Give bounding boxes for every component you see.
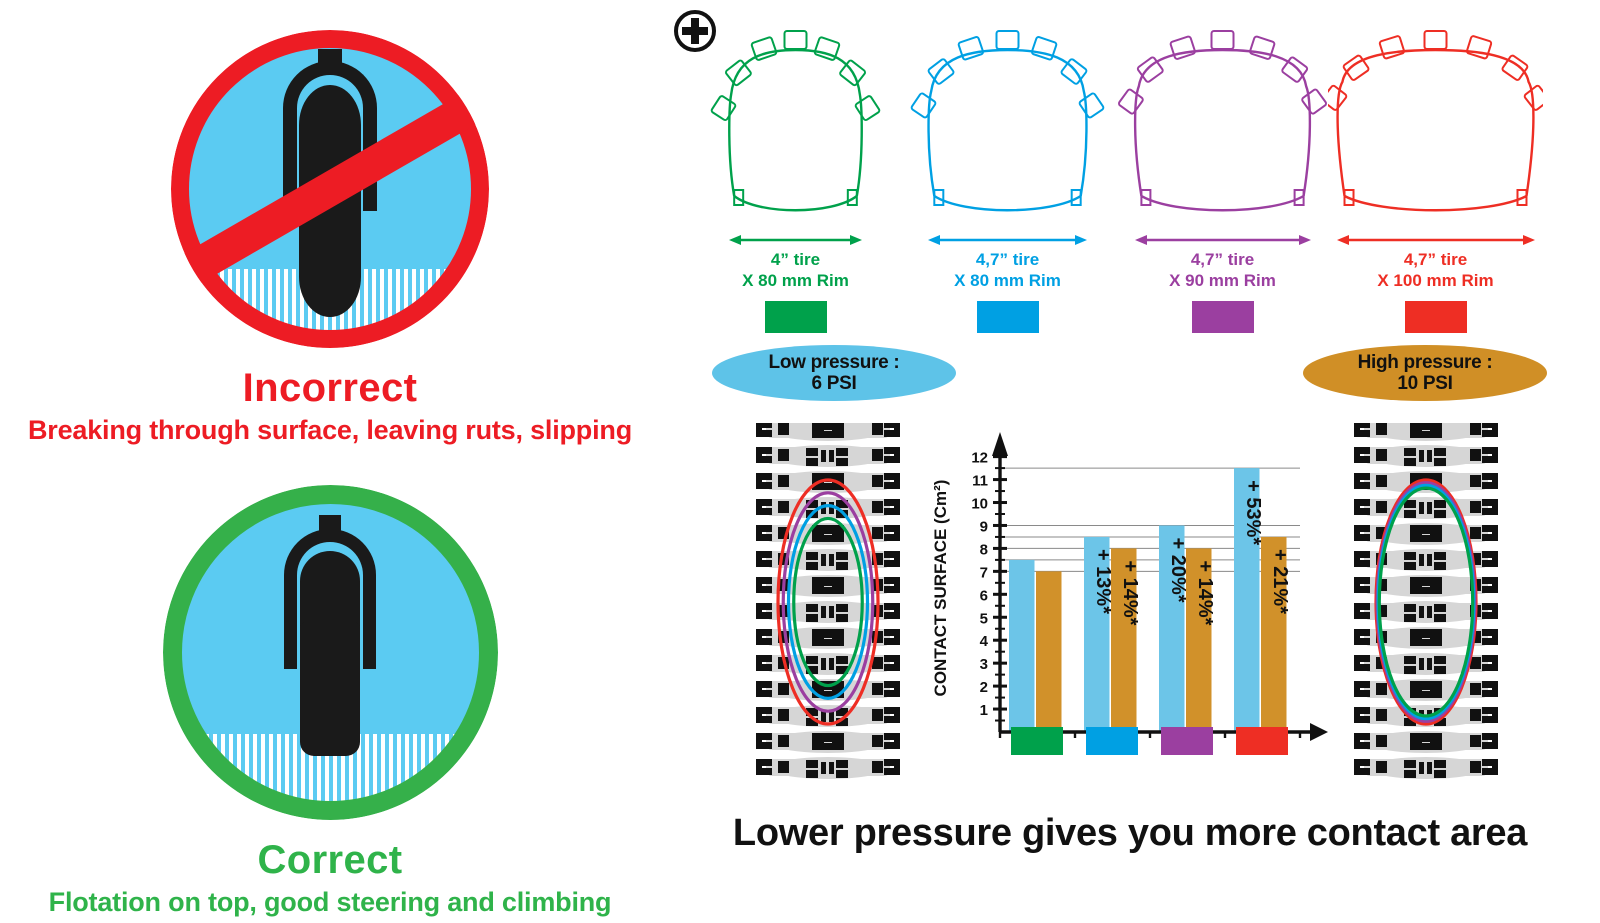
correct-title: Correct (257, 838, 403, 882)
svg-text:12: 12 (971, 450, 988, 467)
contact-surface-bar-chart: CONTACT SURFACE (Cm²)+ 13%*+ 20%*+ 53%*+… (928, 420, 1328, 775)
width-arrow-icon (900, 232, 1115, 248)
plus-circle-icon (674, 10, 716, 52)
correct-illustration-block: Correct Flotation on top, good steering … (0, 485, 660, 918)
svg-text:+ 14%*: + 14%* (1194, 560, 1216, 625)
tire-dimension-group: 4,7” tire X 90 mm Rim (1115, 232, 1330, 334)
tire-cross-section (1115, 20, 1330, 230)
approval-ring (162, 485, 498, 820)
svg-text:9: 9 (980, 518, 988, 535)
tire-color-swatch (976, 301, 1039, 334)
chart-legend (928, 727, 1328, 761)
tire-dimension-group: 4,7” tire X 100 mm Rim (1328, 232, 1543, 334)
comparison-panel: Incorrect Breaking through surface, leav… (0, 0, 660, 923)
svg-text:+ 20%*: + 20%* (1167, 537, 1189, 602)
tire-cross-section (1321, 20, 1550, 230)
svg-text:4: 4 (980, 633, 989, 650)
tire-dimension-group: 4,7” tire X 80 mm Rim (900, 232, 1115, 334)
svg-text:+ 14%*: + 14%* (1119, 560, 1141, 625)
svg-text:7: 7 (980, 564, 988, 581)
tread-contact-patch-low-pressure (738, 419, 918, 805)
svg-text:1: 1 (980, 702, 988, 719)
tire-color-swatch (1191, 301, 1254, 334)
legend-swatch (1160, 727, 1213, 755)
width-arrow-icon (688, 232, 903, 248)
tire-cross-section (688, 20, 903, 230)
svg-text:6: 6 (980, 587, 988, 604)
tread-contact-patch-high-pressure (1336, 419, 1516, 805)
tire-label: 4,7” tire X 80 mm Rim (954, 250, 1061, 290)
svg-text:+ 21%*: + 21%* (1269, 549, 1291, 614)
svg-text:10: 10 (971, 496, 988, 513)
legend-swatch (1010, 727, 1063, 755)
tire-label: 4,7” tire X 100 mm Rim (1377, 250, 1494, 290)
svg-text:+ 13%*: + 13%* (1092, 549, 1114, 614)
svg-text:2: 2 (980, 679, 988, 696)
incorrect-subtitle: Breaking through surface, leaving ruts, … (27, 415, 632, 445)
tire-label: 4” tire X 80 mm Rim (742, 250, 849, 290)
tire-pressure-panel: 4” tire X 80 mm Rim 4,7” tire X 80 mm Ri… (660, 0, 1600, 923)
correct-sign (162, 485, 498, 820)
tire-color-swatch (764, 301, 827, 334)
svg-text:CONTACT SURFACE (Cm²): CONTACT SURFACE (Cm²) (931, 480, 950, 697)
tire-dimension-group: 4” tire X 80 mm Rim (688, 232, 903, 334)
tire-color-swatch (1404, 301, 1467, 334)
tire-cross-section (900, 20, 1115, 230)
svg-text:8: 8 (980, 541, 988, 558)
headline-text: Lower pressure gives you more contact ar… (732, 812, 1528, 854)
svg-text:5: 5 (980, 610, 988, 627)
incorrect-title: Incorrect (242, 366, 418, 410)
incorrect-illustration-block: Incorrect Breaking through surface, leav… (0, 30, 660, 446)
svg-text:+ 53%*: + 53%* (1242, 480, 1264, 545)
correct-subtitle: Flotation on top, good steering and clim… (48, 887, 612, 917)
incorrect-sign (171, 30, 489, 348)
high-pressure-badge: High pressure : 10 PSI (1303, 345, 1547, 401)
legend-swatch (1085, 727, 1138, 755)
width-arrow-icon (1328, 232, 1543, 248)
tire-label: 4,7” tire X 90 mm Rim (1169, 250, 1276, 290)
low-pressure-badge: Low pressure : 6 PSI (712, 345, 956, 401)
width-arrow-icon (1115, 232, 1330, 248)
svg-text:11: 11 (972, 473, 988, 490)
legend-swatch (1235, 727, 1288, 755)
svg-text:3: 3 (980, 656, 988, 673)
